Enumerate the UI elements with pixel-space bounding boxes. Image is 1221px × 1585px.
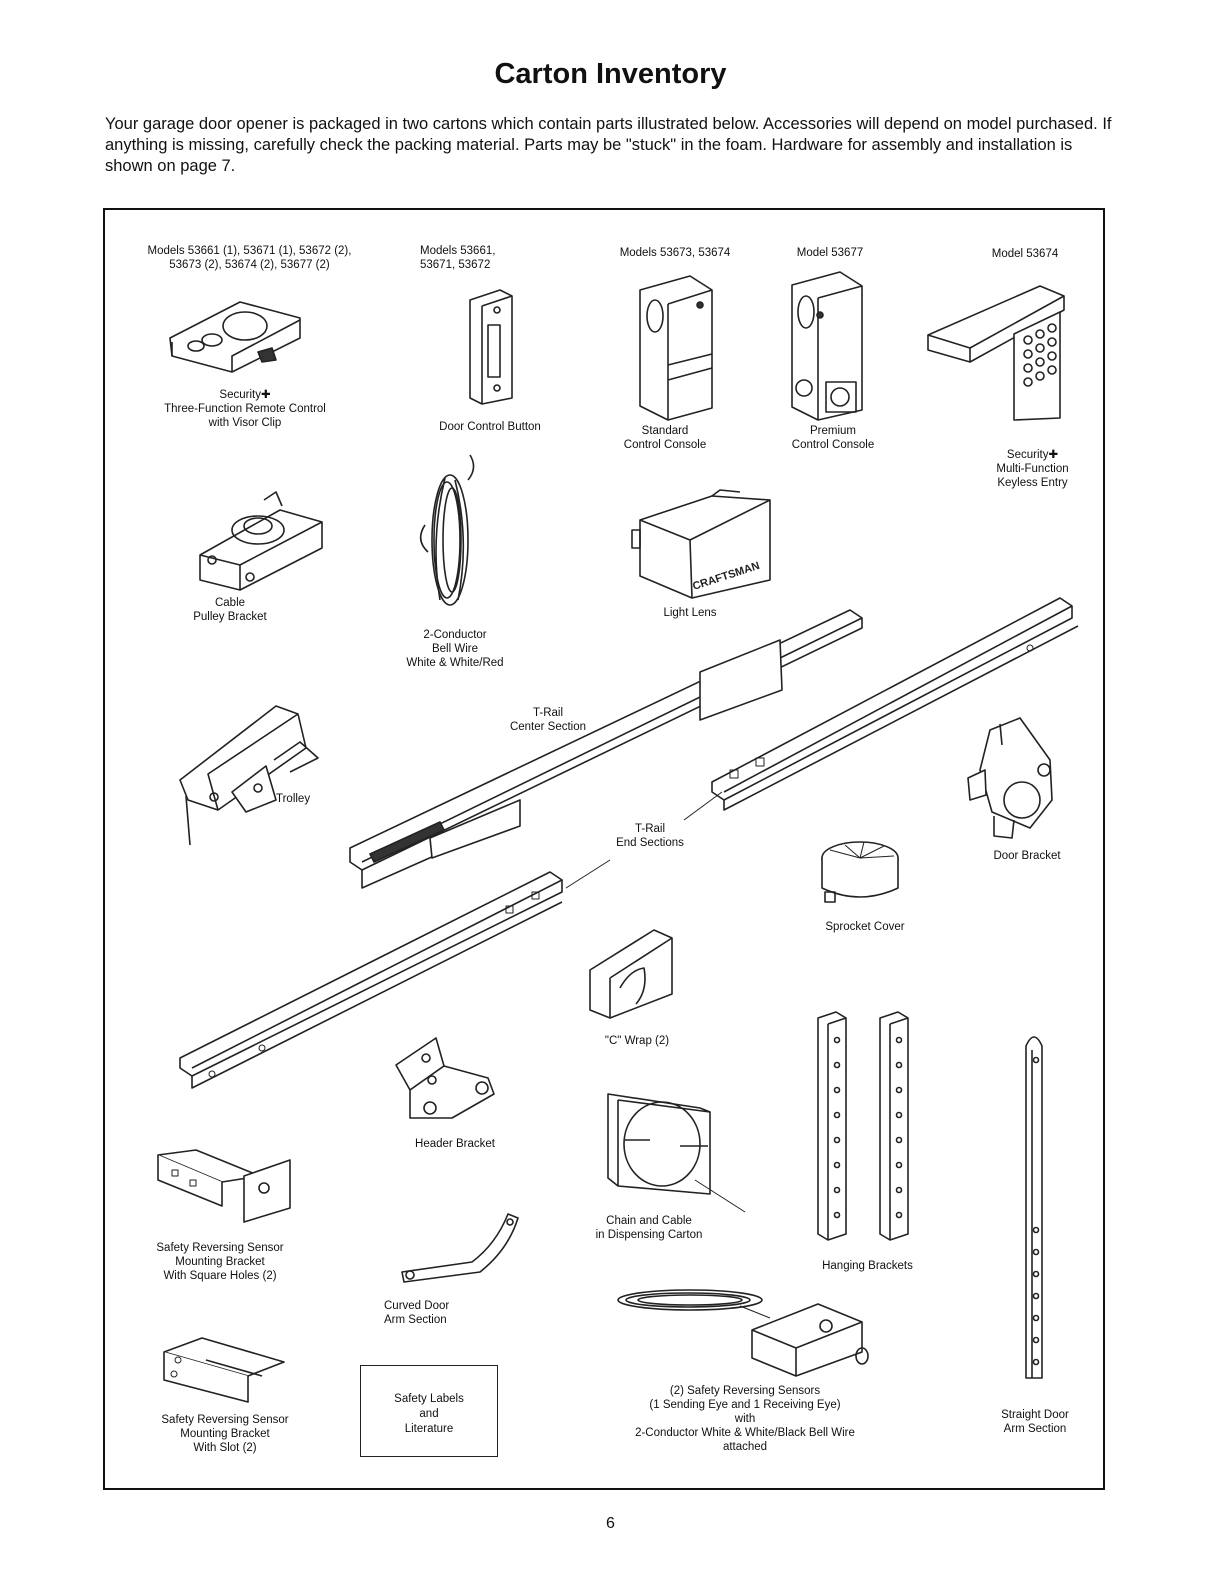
label-light-lens: Light Lens: [663, 607, 717, 619]
label-chain-carton: Chain and Cable in Dispensing Carton: [595, 1215, 703, 1241]
safety-sensors-icon: [617, 1289, 869, 1377]
label-keyless-entry: Security✚ Multi-Function Keyless Entry: [996, 449, 1069, 489]
label-safety-sensors: (2) Safety Reversing Sensors (1 Sending …: [635, 1385, 855, 1453]
label-premium-console: Premium Control Console: [791, 425, 875, 451]
sensor-bracket-square-icon: [157, 1149, 291, 1223]
curved-arm-icon: [401, 1213, 519, 1283]
sprocket-cover-icon: [821, 841, 899, 903]
header-remote-models: Models 53661 (1), 53671 (1), 53672 (2), …: [147, 245, 352, 271]
label-standard-console: Standard Control Console: [623, 425, 707, 451]
label-t-rail-center: T-Rail Center Section: [509, 707, 587, 733]
label-sensor-bracket-square: Safety Reversing Sensor Mounting Bracket…: [156, 1242, 284, 1282]
label-bell-wire: 2-Conductor Bell Wire White & White/Red: [406, 629, 504, 669]
header-bracket-icon: [395, 1037, 495, 1119]
t-rail-center-icon: [349, 609, 863, 889]
sensor-bracket-slot-icon: [163, 1337, 285, 1403]
keyless-entry-icon: [927, 285, 1065, 421]
header-keyless-model: Model 53674: [991, 248, 1059, 260]
safety-labels-box: Safety Labels and Literature: [360, 1365, 498, 1457]
label-t-rail-end: T-Rail End Sections: [616, 823, 684, 849]
inventory-frame: [103, 208, 1105, 1490]
page-number: 6: [606, 1515, 615, 1532]
label-door-control-button: Door Control Button: [439, 421, 541, 433]
label-sensor-bracket-slot: Safety Reversing Sensor Mounting Bracket…: [161, 1414, 289, 1454]
label-c-wrap: "C" Wrap (2): [604, 1035, 670, 1047]
bell-wire-coil-icon: [419, 454, 475, 606]
label-remote-control: Security✚ Three-Function Remote Control …: [164, 389, 326, 429]
premium-console-icon: [791, 271, 863, 421]
standard-console-icon: [639, 275, 713, 421]
label-straight-arm: Straight Door Arm Section: [1001, 1409, 1069, 1435]
t-rail-end-lower-icon: [179, 871, 563, 1089]
label-header-bracket: Header Bracket: [415, 1138, 495, 1150]
label-sprocket-cover: Sprocket Cover: [825, 921, 905, 933]
hanging-brackets-icon: [817, 1011, 909, 1241]
header-premium-model: Model 53677: [796, 247, 864, 259]
straight-arm-icon: [1025, 1036, 1043, 1379]
label-door-bracket: Door Bracket: [993, 850, 1061, 862]
intro-paragraph: Your garage door opener is packaged in t…: [105, 115, 1112, 175]
door-control-button-icon: [469, 289, 513, 405]
label-hanging-brackets: Hanging Brackets: [822, 1260, 913, 1272]
page-title: Carton Inventory: [494, 58, 727, 90]
c-wrap-icon: [589, 929, 673, 1019]
label-pulley-bracket: Cable Pulley Bracket: [193, 597, 267, 623]
label-trolley: Trolley: [276, 793, 311, 805]
header-standard-models: Models 53673, 53674: [619, 247, 731, 259]
trolley-icon: [179, 705, 319, 846]
light-lens-icon: CRAFTSMAN: [631, 489, 771, 599]
pulley-bracket-icon: [199, 491, 323, 591]
header-button-models: Models 53661, 53671, 53672: [420, 245, 496, 271]
door-bracket-icon: [967, 717, 1053, 839]
remote-control-icon: [169, 301, 301, 373]
chain-carton-icon: [607, 1093, 746, 1213]
label-safety-labels: Safety Labels and Literature: [394, 1393, 464, 1435]
t-rail-end-upper-icon: [711, 597, 1079, 811]
label-curved-arm: Curved Door Arm Section: [384, 1300, 450, 1326]
